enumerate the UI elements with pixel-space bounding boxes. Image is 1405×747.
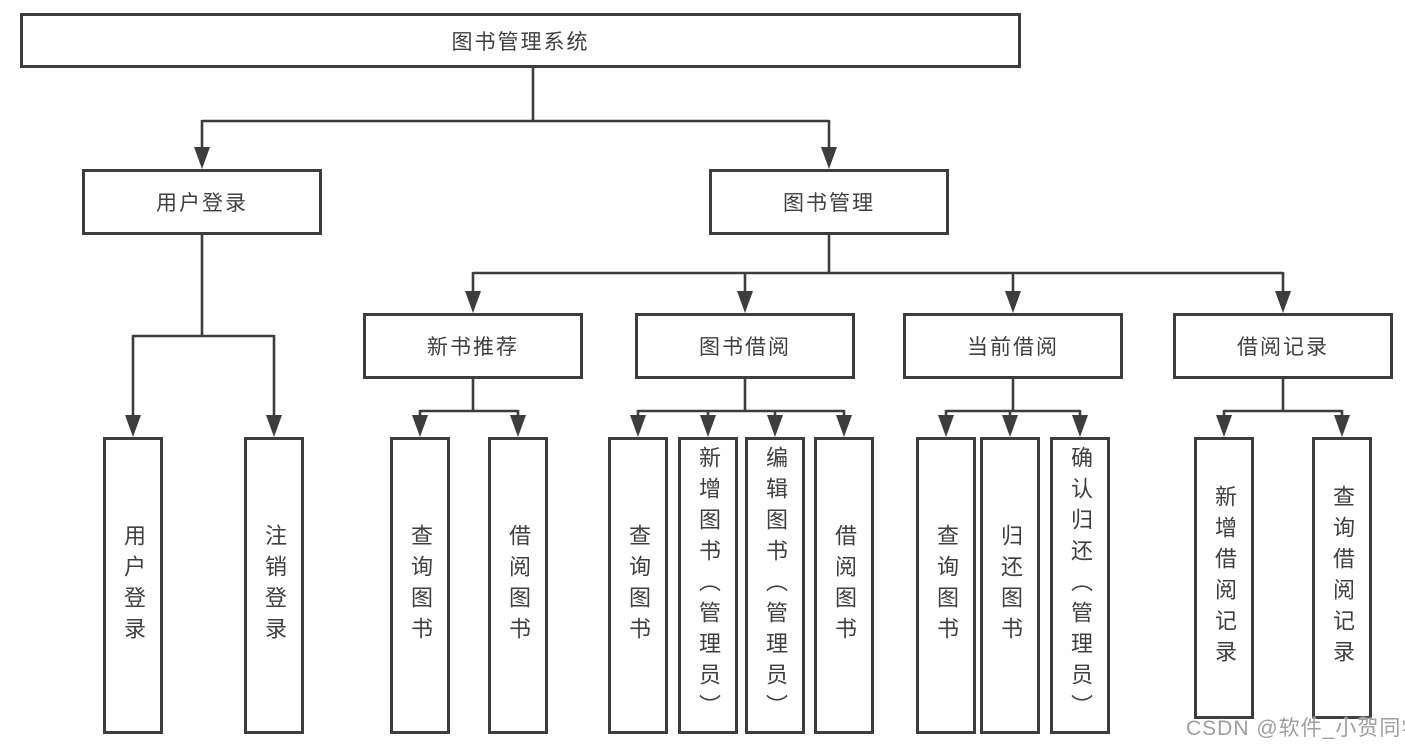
node-label: 当前借阅 (967, 336, 1059, 359)
node-label: 归还图书 (998, 523, 1023, 648)
node-label: 确认归还（管理员） (1068, 446, 1093, 725)
leaf-query-books-borrow: 查询图书 (608, 437, 668, 734)
leaf-borrow-books: 借阅图书 (814, 437, 874, 734)
node-label: 借阅图书 (832, 523, 857, 648)
node-label: 图书管理系统 (451, 30, 590, 54)
node-book-management: 图书管理 (709, 169, 949, 235)
node-label: 新书推荐 (427, 336, 519, 359)
node-book-borrow: 图书借阅 (635, 313, 855, 379)
leaf-add-borrow-record: 新增借阅记录 (1194, 437, 1254, 719)
leaf-logout: 注销登录 (244, 437, 304, 734)
leaf-query-books-recommend: 查询图书 (390, 437, 450, 734)
node-label: 用户登录 (121, 523, 146, 648)
node-label: 借阅记录 (1237, 336, 1329, 359)
node-user-login: 用户登录 (82, 169, 322, 235)
node-label: 新增图书（管理员） (696, 446, 721, 725)
node-label: 图书管理 (783, 192, 875, 215)
leaf-confirm-return-admin: 确认归还（管理员） (1050, 437, 1110, 734)
node-label: 查询图书 (408, 523, 433, 648)
node-label: 图书借阅 (699, 336, 791, 359)
node-label: 新增借阅记录 (1212, 485, 1237, 671)
leaf-add-books-admin: 新增图书（管理员） (678, 437, 738, 734)
leaf-return-books: 归还图书 (980, 437, 1040, 734)
leaf-query-borrow-record: 查询借阅记录 (1312, 437, 1372, 719)
leaf-edit-books-admin: 编辑图书（管理员） (745, 437, 805, 734)
node-borrow-records: 借阅记录 (1173, 313, 1393, 379)
arrowhead-icons (125, 147, 1350, 437)
node-label: 编辑图书（管理员） (763, 446, 788, 725)
leaf-borrow-books-recommend: 借阅图书 (488, 437, 548, 734)
node-new-book-recommend: 新书推荐 (363, 313, 583, 379)
node-label: 查询图书 (626, 523, 651, 648)
node-current-borrow: 当前借阅 (903, 313, 1123, 379)
node-root-system: 图书管理系统 (20, 13, 1021, 68)
node-label: 用户登录 (156, 192, 248, 215)
node-label: 借阅图书 (506, 523, 531, 648)
node-label: 查询图书 (934, 523, 959, 648)
leaf-user-login: 用户登录 (103, 437, 163, 734)
leaf-query-books-current: 查询图书 (916, 437, 976, 734)
node-label: 查询借阅记录 (1330, 485, 1355, 671)
csdn-watermark: CSDN @软件_小贺同学 (1186, 717, 1405, 740)
node-label: 注销登录 (262, 523, 287, 648)
